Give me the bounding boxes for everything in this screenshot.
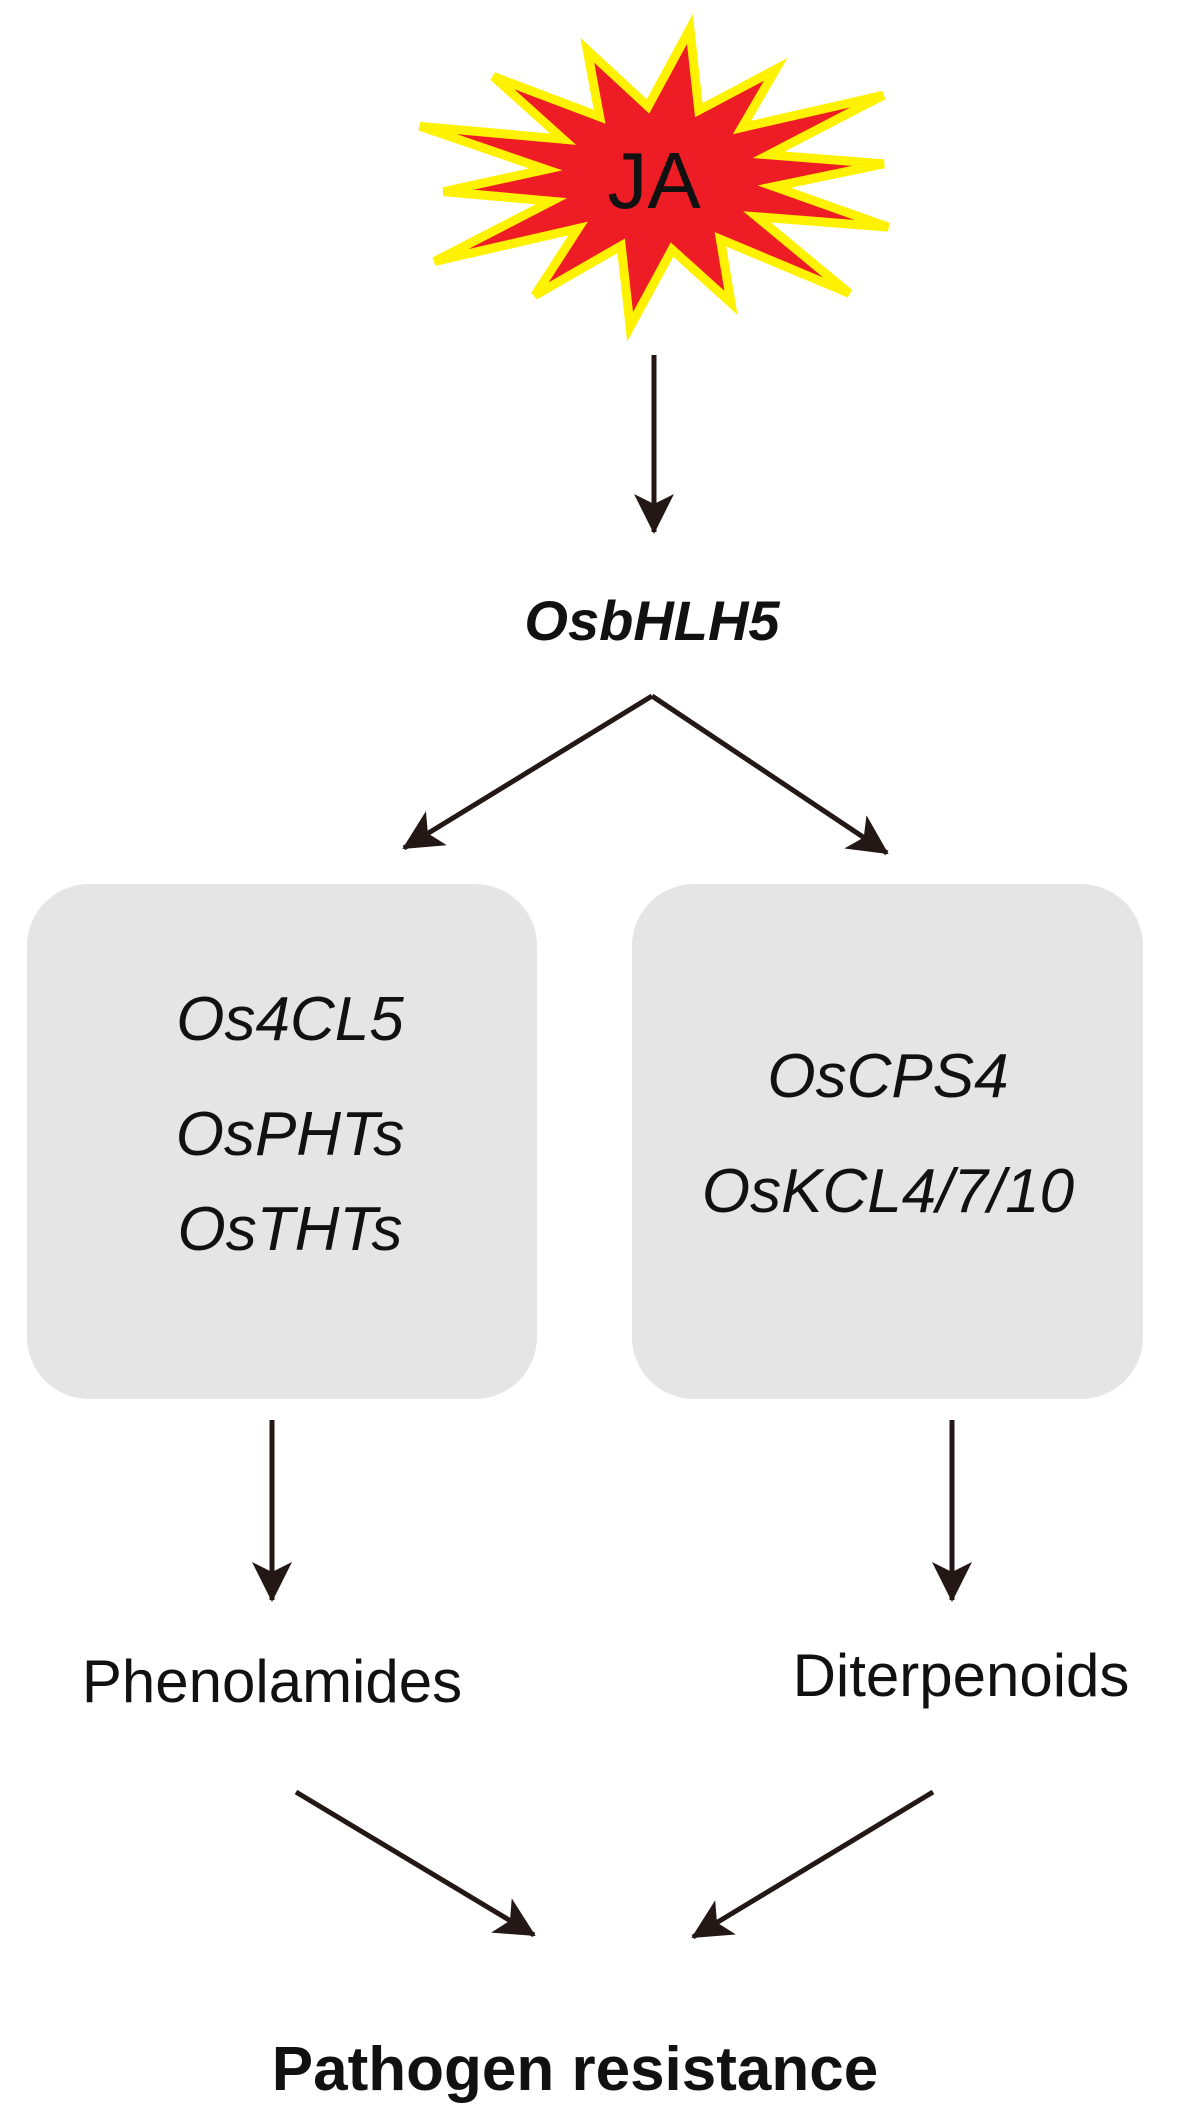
ja-label: JA (607, 136, 701, 225)
gene-label: OsCPS4 (767, 1042, 1008, 1111)
gene-label: Os4CL5 (176, 985, 404, 1054)
regulator-label: OsbHLH5 (524, 589, 780, 652)
starburst-icon (418, 14, 890, 342)
outcome-label: Pathogen resistance (272, 2035, 878, 2104)
diterpenoid-box-background (632, 884, 1143, 1399)
diterpenoids-label: Diterpenoids (793, 1642, 1130, 1709)
phenolamide-gene-box: Os4CL5 OsPHTs OsTHTs (27, 884, 537, 1399)
diterpenoid-gene-box: OsCPS4 OsKCL4/7/10 (632, 884, 1143, 1399)
gene-label: OsPHTs (176, 1100, 405, 1169)
phenolamide-box-background (27, 884, 537, 1399)
arrow-diterpenoids-to-resistance (691, 1789, 935, 1940)
arrow-phenolamides-to-resistance (294, 1789, 536, 1938)
phenolamides-label: Phenolamides (82, 1648, 462, 1715)
arrow-regulator-to-phenolamide-genes (402, 693, 654, 851)
arrow-regulator-to-diterpenoid-genes (650, 693, 889, 856)
gene-label: OsTHTs (177, 1195, 402, 1264)
ja-starburst: JA (418, 14, 890, 342)
gene-label: OsKCL4/7/10 (702, 1157, 1074, 1226)
